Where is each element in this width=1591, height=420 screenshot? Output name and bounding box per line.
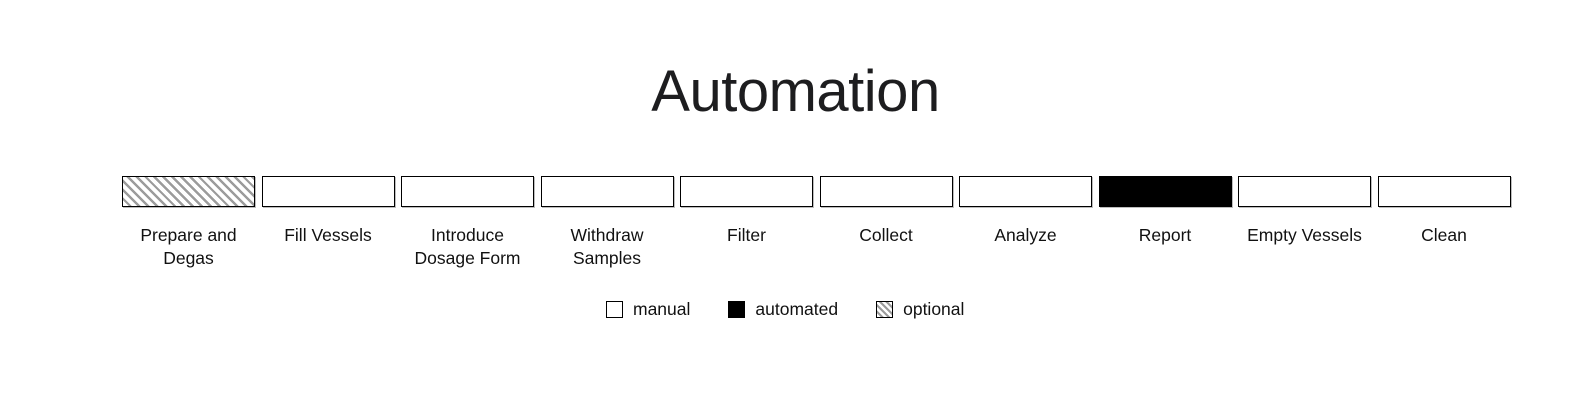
step-report: Report <box>1098 176 1232 270</box>
step-box-manual <box>540 176 674 207</box>
step-box-manual <box>680 176 813 207</box>
legend-label: automated <box>755 299 839 319</box>
step-label: Empty Vessels <box>1247 225 1362 245</box>
step-fill-vessels: Fill Vessels <box>261 176 395 270</box>
legend-swatch-manual <box>606 300 623 318</box>
step-box-manual <box>959 176 1092 207</box>
legend-swatch-automated <box>728 300 746 318</box>
step-box-optional <box>122 176 255 207</box>
step-label: Analyze <box>994 225 1057 245</box>
legend-swatch-optional <box>876 300 894 318</box>
legend-label: manual <box>633 299 691 319</box>
legend: manual automated optional <box>606 299 964 319</box>
legend-item-manual: manual <box>606 299 690 319</box>
step-collect: Collect <box>819 176 953 270</box>
step-analyze: Analyze <box>959 176 1092 270</box>
step-box-manual <box>1377 176 1511 207</box>
step-empty-vessels: Empty Vessels <box>1238 176 1371 270</box>
step-box-manual <box>1238 176 1371 207</box>
steps-row: Prepare and Degas Fill Vessels Introduce… <box>122 176 1511 270</box>
step-label: Introduce Dosage Form <box>414 225 521 268</box>
step-label: Withdraw Samples <box>570 225 644 268</box>
step-box-automated <box>1098 176 1232 207</box>
step-label: Collect <box>859 225 913 245</box>
step-introduce-dosage-form: Introduce Dosage Form <box>401 176 534 270</box>
step-box-manual <box>819 176 953 207</box>
legend-item-optional: optional <box>876 299 964 319</box>
step-label: Clean <box>1421 225 1467 245</box>
step-label: Report <box>1138 225 1192 245</box>
step-box-manual <box>261 176 395 207</box>
step-clean: Clean <box>1377 176 1511 270</box>
step-label: Prepare and Degas <box>140 225 237 268</box>
legend-item-automated: automated <box>728 299 838 319</box>
step-prepare-and-degas: Prepare and Degas <box>122 176 255 270</box>
step-box-manual <box>401 176 534 207</box>
step-label: Fill Vessels <box>284 225 372 245</box>
step-label: Filter <box>727 225 766 245</box>
step-withdraw-samples: Withdraw Samples <box>540 176 674 270</box>
step-filter: Filter <box>680 176 813 270</box>
page-title: Automation <box>651 59 940 124</box>
legend-label: optional <box>903 299 965 319</box>
